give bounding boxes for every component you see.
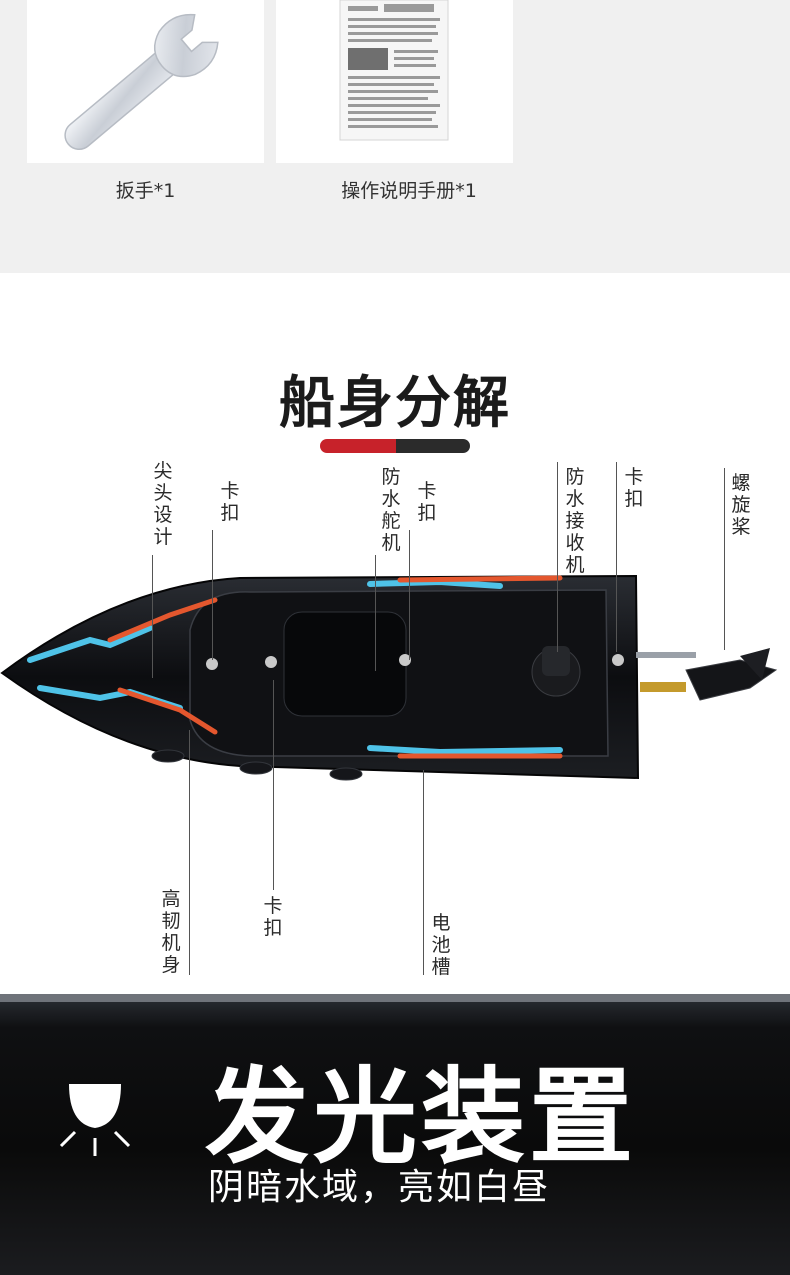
callout-clip-4: 卡扣 [263, 895, 283, 939]
callout-waterproof-servo: 防水舵机 [381, 466, 401, 554]
light-device-banner: 发光装置 阴暗水域，亮如白昼 [0, 994, 790, 1275]
leader-pointed-bow [152, 555, 153, 678]
callout-pointed-bow: 尖头设计 [153, 460, 173, 548]
accessories-section: 扳手*1 操作说明手册*1 [0, 0, 790, 273]
banner-title: 发光装置 [205, 1056, 638, 1178]
manual-icon [339, 0, 449, 141]
callout-clip-1: 卡扣 [220, 480, 240, 524]
wrench-label: 扳手*1 [115, 180, 176, 202]
boat-image [0, 574, 778, 781]
callout-clip-2: 卡扣 [417, 480, 437, 524]
leader-battery-slot [423, 770, 424, 975]
leader-waterproof-servo [375, 555, 376, 671]
underline-dark [396, 439, 470, 453]
underline-red [320, 439, 400, 453]
leader-waterproof-receiver [557, 462, 558, 652]
wrench-card [27, 0, 264, 163]
leader-tough-body [189, 730, 190, 975]
banner-subtitle: 阴暗水域，亮如白昼 [208, 1167, 551, 1208]
wrench-icon [64, 13, 219, 151]
leader-clip-3 [616, 462, 617, 652]
callout-waterproof-receiver: 防水接收机 [565, 466, 585, 576]
callout-propeller: 螺旋桨 [731, 472, 751, 538]
leader-clip-4 [273, 680, 274, 890]
hull-title: 船身分解 [279, 371, 511, 436]
propeller-assembly [636, 648, 778, 701]
title-underline [320, 439, 470, 453]
leader-propeller [724, 468, 725, 650]
leader-clip-1 [212, 530, 213, 660]
manual-card [276, 0, 513, 163]
callout-tough-body: 高韧机身 [161, 888, 181, 976]
leader-clip-2 [409, 530, 410, 660]
banner-top-strip [0, 994, 790, 1002]
callout-clip-3: 卡扣 [624, 466, 644, 510]
battery-cover [283, 611, 407, 717]
lamp-icon [59, 1084, 131, 1156]
manual-label: 操作说明手册*1 [341, 180, 477, 202]
callout-battery-slot: 电池槽 [431, 912, 451, 978]
